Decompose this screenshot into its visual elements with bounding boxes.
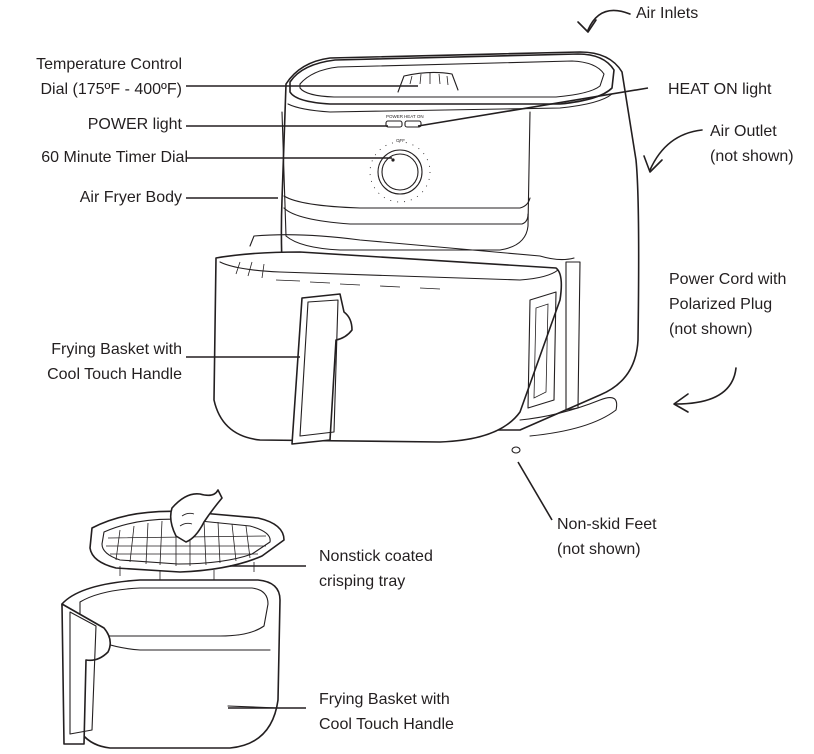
- air-inlets-label: Air Inlets: [636, 1, 698, 26]
- heat-on-light-text: HEAT ON light: [668, 81, 772, 98]
- non-skid-foot: [511, 446, 521, 454]
- timer-dial-label: 60 Minute Timer Dial: [41, 145, 188, 170]
- power-cord-text-2: Polarized Plug: [669, 296, 773, 313]
- dial-off-text: OFF: [396, 138, 405, 143]
- panel-heat-on-text: HEAT ON: [404, 114, 424, 119]
- heat-on-light-label: HEAT ON light: [668, 77, 771, 102]
- basket-bottom-label: Frying Basket with Cool Touch Handle: [319, 687, 454, 737]
- power-cord-arrow: [673, 367, 737, 413]
- air-fryer-body-label: Air Fryer Body: [80, 185, 182, 210]
- timer-dial[interactable]: OFF: [369, 138, 431, 203]
- frying-basket-illustration: [61, 579, 281, 749]
- air-inlets-text: Air Inlets: [636, 5, 699, 22]
- cool-touch-handle-2: [61, 603, 112, 745]
- crisping-tray-label: Nonstick coated crisping tray: [319, 544, 433, 594]
- control-panel: [281, 111, 531, 251]
- temperature-dial-label: Temperature Control Dial (175ºF - 400ºF): [36, 52, 182, 102]
- air-outlet-text-2: (not shown): [710, 148, 794, 165]
- air-inlets-arrow: [577, 9, 631, 33]
- basket-bottom-text-1: Frying Basket with: [319, 691, 450, 708]
- air-outlet-label: Air Outlet (not shown): [710, 119, 794, 169]
- crisping-tray-text-2: crisping tray: [319, 573, 406, 590]
- panel-power-text: POWER: [386, 114, 404, 119]
- power-light-text: POWER light: [87, 116, 182, 133]
- air-fryer-body-text: Air Fryer Body: [79, 189, 182, 206]
- power-light: [385, 120, 403, 128]
- basket-top-text-1: Frying Basket with: [51, 341, 182, 358]
- air-outlet-arrow: [643, 129, 703, 173]
- air-outlet-text-1: Air Outlet: [710, 123, 777, 140]
- power-cord-text-1: Power Cord with: [669, 271, 787, 288]
- crisping-tray-illustration: [89, 489, 285, 580]
- non-skid-feet-label: Non-skid Feet (not shown): [557, 512, 657, 562]
- leader-lines: [186, 85, 649, 709]
- air-fryer-illustration: POWER HEAT ON OFF: [213, 51, 640, 454]
- heat-on-light: [404, 120, 422, 128]
- timer-dial-text: 60 Minute Timer Dial: [41, 149, 188, 166]
- frying-basket-drawer: [213, 251, 563, 443]
- power-cord-text-3: (not shown): [669, 321, 753, 338]
- temperature-dial-text-2: Dial (175ºF - 400ºF): [40, 81, 182, 98]
- hand: [169, 489, 223, 543]
- frying-basket: [61, 579, 281, 749]
- power-cord-label: Power Cord with Polarized Plug (not show…: [669, 267, 786, 342]
- basket-top-text-2: Cool Touch Handle: [47, 366, 182, 383]
- non-skid-feet-text-2: (not shown): [557, 541, 641, 558]
- crisping-tray-text-1: Nonstick coated: [319, 548, 433, 565]
- basket-top-label: Frying Basket with Cool Touch Handle: [47, 337, 182, 387]
- power-light-label: POWER light: [88, 112, 182, 137]
- basket-bottom-text-2: Cool Touch Handle: [319, 716, 454, 733]
- non-skid-feet-text-1: Non-skid Feet: [557, 516, 657, 533]
- temperature-dial-text-1: Temperature Control: [36, 56, 182, 73]
